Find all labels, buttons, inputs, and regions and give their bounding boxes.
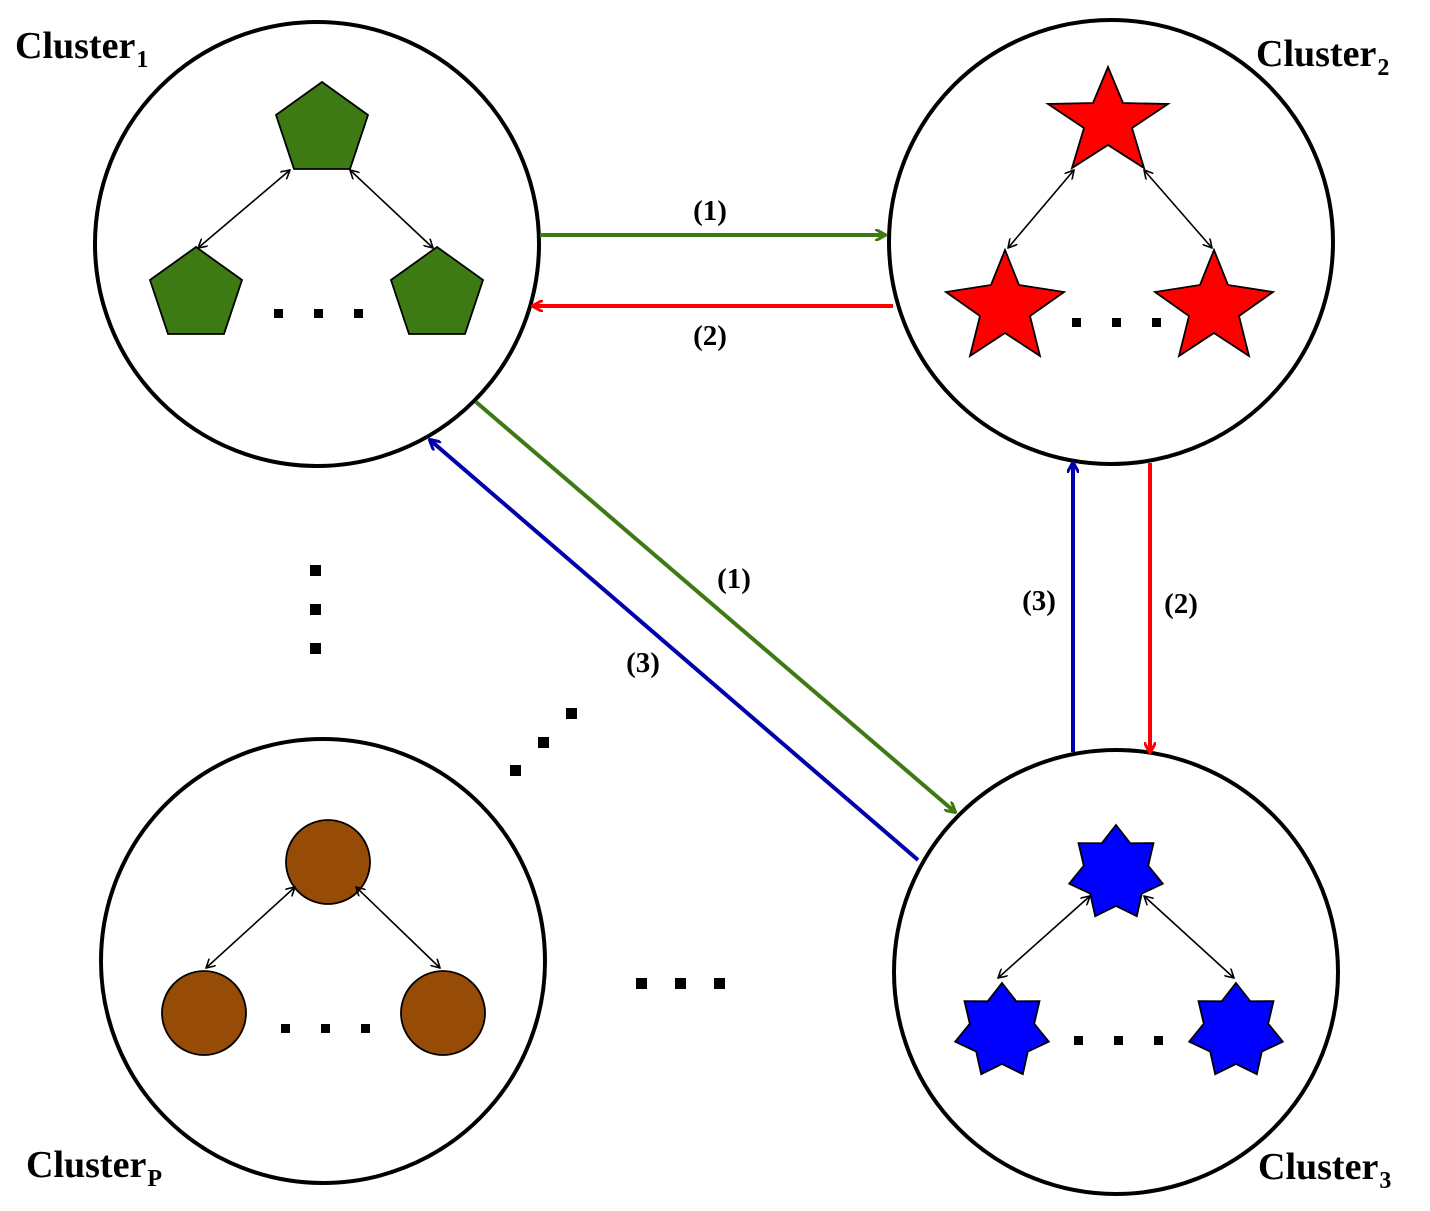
cluster-3-nodes: [953, 823, 1285, 1076]
cluster-2-nodes: [943, 64, 1276, 359]
bidirectional-link: [1144, 896, 1234, 978]
cluster-2-subscript: 2: [1377, 55, 1390, 81]
cluster-p-subscript: P: [147, 1166, 162, 1192]
edge-1-to-2-label: (1): [693, 195, 727, 227]
more-clusters-vertical-ellipsis: [310, 565, 321, 654]
inter-cluster-edges: [430, 235, 1150, 862]
cluster-3-boundary: [892, 748, 1340, 1196]
more-clusters-horizontal-ellipsis: [636, 978, 725, 989]
cluster-3-name: Cluster: [1258, 1146, 1379, 1188]
edge-2-to-3-label: (2): [1164, 588, 1198, 620]
edge-3-to-1-label: (3): [626, 647, 660, 679]
cluster-2-label: Cluster2: [1256, 33, 1389, 80]
star-node: [943, 247, 1067, 359]
heptagram-node: [1187, 981, 1285, 1076]
bidirectional-link: [350, 170, 433, 248]
circle-node: [285, 819, 371, 905]
star-node: [1045, 64, 1171, 171]
edge-3-to-1-arrow: [430, 440, 920, 862]
circle-node: [161, 970, 247, 1056]
edge-1-to-3-label: (1): [717, 563, 751, 595]
cluster-2-name: Cluster: [1256, 33, 1377, 75]
cluster-1-subscript: 1: [136, 47, 149, 73]
cluster-1-nodes: [148, 80, 485, 335]
cluster-p-name: Cluster: [26, 1144, 147, 1186]
star-node: [1152, 247, 1276, 359]
ellipsis-dots: [1072, 318, 1161, 327]
cluster-1-label: Cluster1: [15, 25, 148, 72]
circle-node: [400, 970, 486, 1056]
cluster-1-name: Cluster: [15, 25, 136, 67]
bidirectional-link: [356, 887, 440, 968]
cluster-3-label: Cluster3: [1258, 1146, 1391, 1193]
more-clusters-diagonal-ellipsis: [510, 708, 577, 776]
bidirectional-link: [198, 170, 290, 248]
cluster-2-boundary: [887, 18, 1335, 466]
edge-1-to-3-arrow: [474, 400, 955, 812]
ellipsis-dots: [274, 309, 363, 318]
edge-2-to-1-label: (2): [693, 320, 727, 352]
edge-3-to-2-label: (3): [1022, 585, 1056, 617]
cluster-p-nodes: [161, 819, 486, 1056]
bidirectional-link: [1144, 170, 1212, 248]
pentagon-node: [148, 245, 244, 335]
ellipsis-dots: [1074, 1036, 1163, 1045]
heptagram-node: [1067, 823, 1165, 918]
cluster-1-boundary: [93, 20, 541, 468]
pentagon-node: [389, 245, 485, 335]
heptagram-node: [953, 981, 1051, 1076]
cluster-p-label: ClusterP: [26, 1144, 162, 1191]
ellipsis-dots: [281, 1024, 370, 1033]
bidirectional-link: [998, 896, 1090, 978]
pentagon-node: [274, 80, 370, 170]
bidirectional-link: [1008, 170, 1074, 248]
cluster-3-subscript: 3: [1379, 1168, 1392, 1194]
bidirectional-link: [206, 887, 295, 968]
cluster-p-boundary: [99, 737, 547, 1185]
